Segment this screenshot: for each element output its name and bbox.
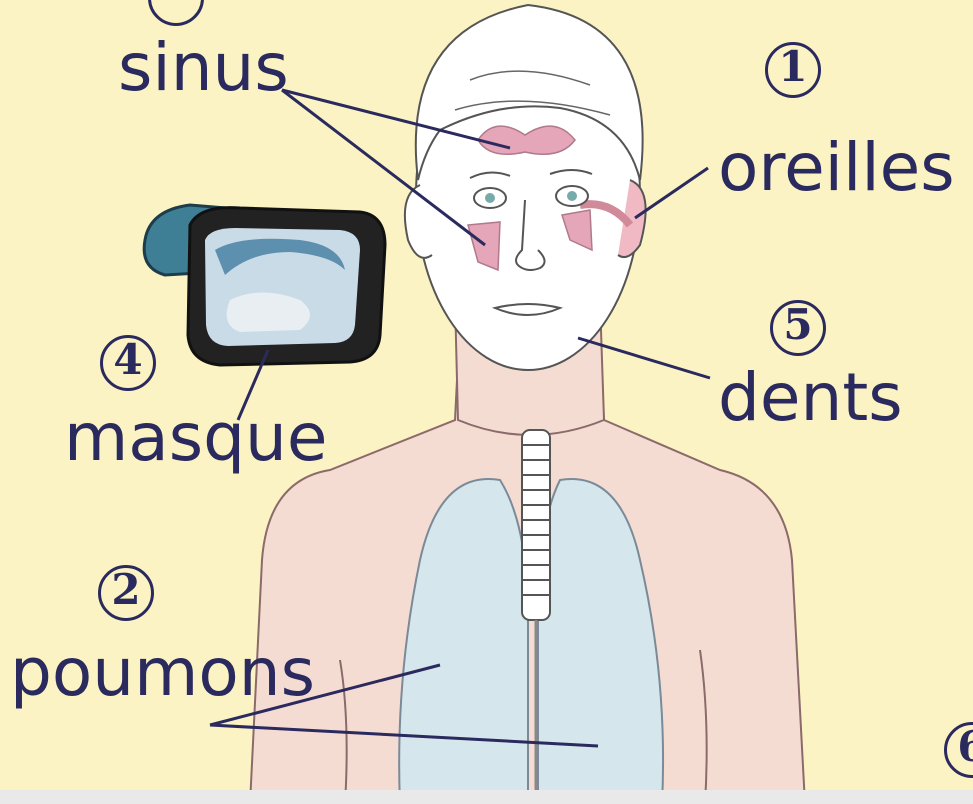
label-oreilles: oreilles <box>718 135 955 201</box>
number-partial-right: 6 <box>944 726 973 768</box>
label-masque: masque <box>64 405 327 471</box>
trachea <box>522 430 550 620</box>
right-pupil <box>567 191 577 201</box>
left-pupil <box>485 193 495 203</box>
label-poumons: poumons <box>10 640 315 706</box>
number-oreilles: 1 <box>765 46 821 88</box>
bottom-edge <box>0 790 973 804</box>
label-dents: dents <box>718 365 903 431</box>
number-masque: 4 <box>100 339 156 381</box>
label-sinus: sinus <box>118 35 289 101</box>
number-poumons: 2 <box>98 569 154 611</box>
number-dents: 5 <box>770 304 826 346</box>
